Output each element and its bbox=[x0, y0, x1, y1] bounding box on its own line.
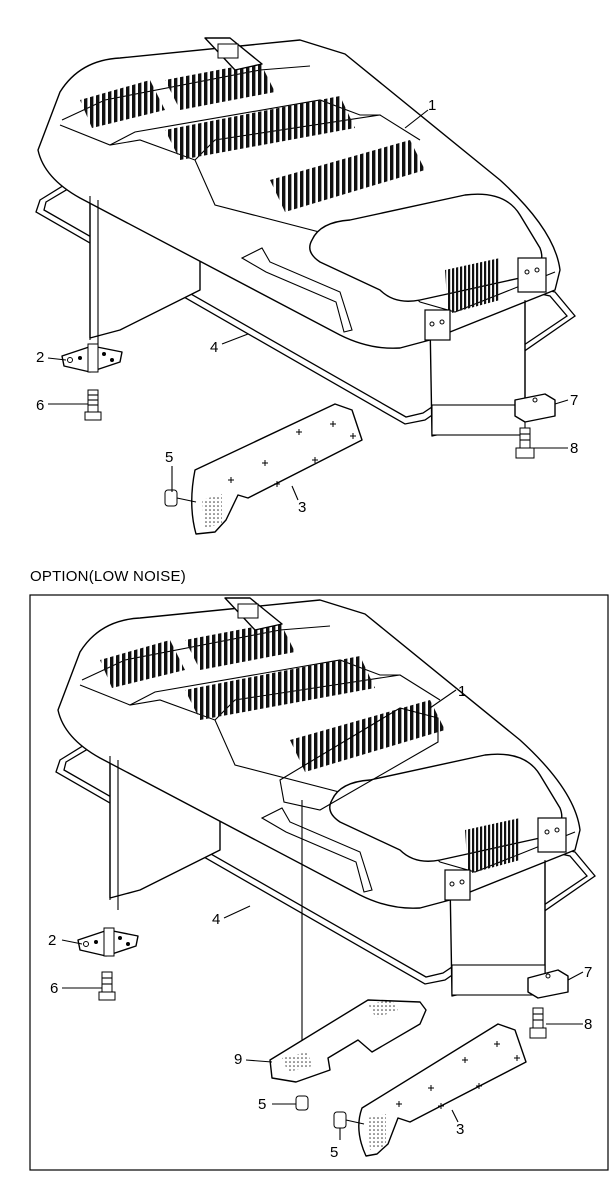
callout-8: 8 bbox=[570, 440, 578, 457]
lower-assembly: 1 2 3 4 5 5 6 7 8 9 bbox=[48, 597, 596, 1161]
lower-screw-part-5b bbox=[333, 1111, 365, 1129]
option-title: OPTION(LOW NOISE) bbox=[30, 568, 186, 585]
lower-block-part-7 bbox=[527, 969, 569, 999]
bolt-part-6 bbox=[84, 389, 102, 421]
callout-3: 3 bbox=[298, 499, 306, 516]
lower-bracket-part-3 bbox=[358, 1023, 527, 1157]
lower-callout-7: 7 bbox=[584, 964, 592, 981]
callout-4: 4 bbox=[210, 339, 218, 356]
callout-5: 5 bbox=[165, 449, 173, 466]
callout-1: 1 bbox=[428, 97, 436, 114]
lower-callout-6: 6 bbox=[50, 980, 58, 997]
screw-part-5 bbox=[164, 489, 197, 507]
upper-leaders bbox=[47, 109, 569, 501]
hinge-part-2 bbox=[61, 343, 123, 373]
callout-6: 6 bbox=[36, 397, 44, 414]
lower-callout-9: 9 bbox=[234, 1051, 242, 1068]
lower-bolt-part-6 bbox=[98, 971, 116, 1001]
lower-callout-1: 1 bbox=[458, 683, 466, 700]
lower-screw-part-5a bbox=[295, 1095, 309, 1111]
upper-assembly: 1 2 3 4 5 6 7 8 bbox=[35, 37, 578, 535]
lower-callout-3: 3 bbox=[456, 1121, 464, 1138]
lower-hinge-part-2 bbox=[77, 927, 139, 957]
lower-bolt-part-8 bbox=[529, 1007, 547, 1039]
option-box bbox=[29, 594, 609, 1171]
lower-callout-5b: 5 bbox=[330, 1144, 338, 1161]
callout-2: 2 bbox=[36, 349, 44, 366]
block-part-7 bbox=[514, 393, 556, 423]
lower-callout-8: 8 bbox=[584, 1016, 592, 1033]
lower-callout-4: 4 bbox=[212, 911, 220, 928]
bolt-part-8 bbox=[515, 427, 535, 459]
bracket-part-3 bbox=[191, 403, 363, 535]
insulation-pad-part-9 bbox=[269, 999, 427, 1083]
lower-callout-5a: 5 bbox=[258, 1096, 266, 1113]
lower-callout-2: 2 bbox=[48, 932, 56, 949]
lower-leaders bbox=[61, 689, 584, 1140]
callout-7: 7 bbox=[570, 392, 578, 409]
